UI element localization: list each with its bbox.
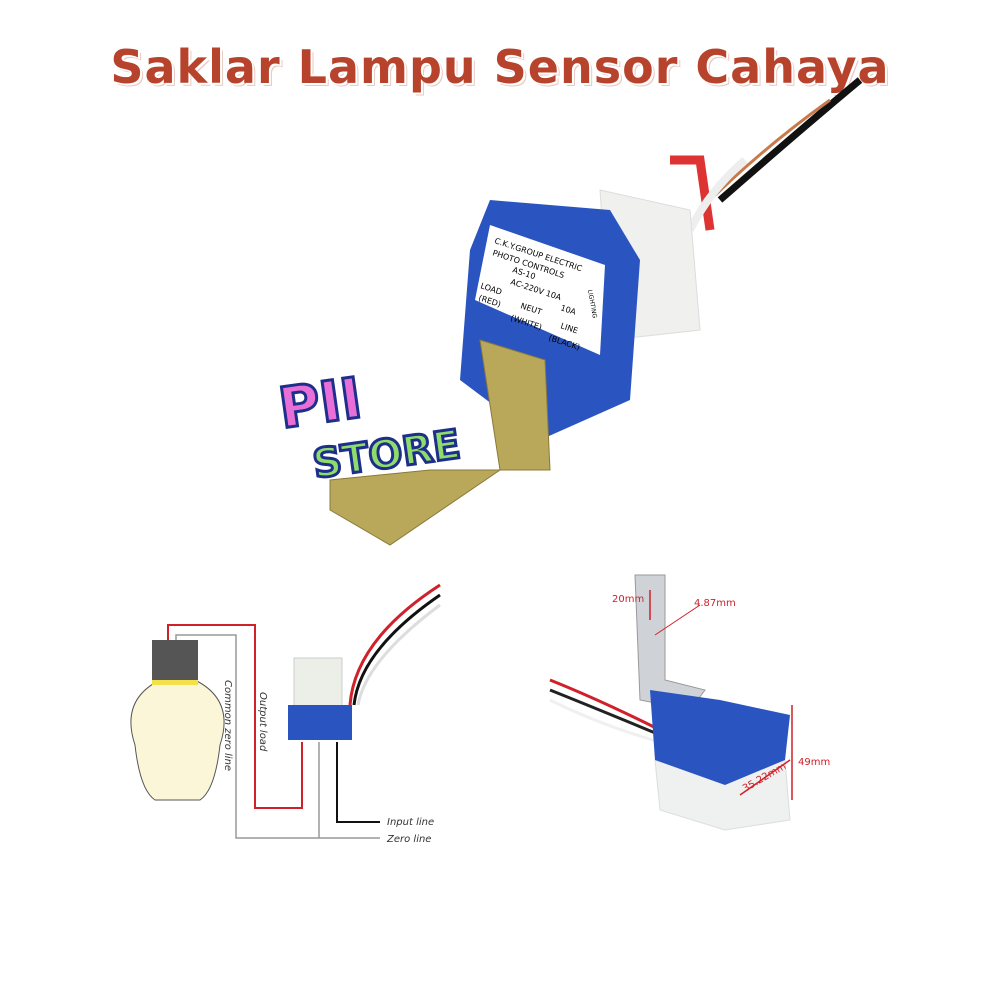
pii-store-logo: PII STORE (273, 364, 464, 489)
logo-line1: PII (275, 366, 366, 442)
dim-20mm: 20mm (612, 594, 644, 605)
title: Saklar Lampu Sensor Cahaya (110, 40, 890, 94)
output-load-label: Output load (257, 692, 268, 752)
main-product-photo: C.K.Y.GROUP ELECTRIC PHOTO CONTROLS AS-1… (329, 77, 863, 546)
dim-49mm: 49mm (798, 757, 830, 768)
zero-line-label: Zero line (386, 834, 431, 845)
dim-4-87mm: 4.87mm (694, 598, 736, 609)
dimension-photo: 20mm 4.87mm 35.22mm 49mm (549, 574, 830, 831)
label-lighting: LIGHTING (586, 289, 598, 319)
input-line-label: Input line (387, 817, 434, 828)
wiring-diagram: Common zero line Output load Input line … (130, 583, 441, 845)
common-zero-line-label: Common zero line (222, 680, 233, 771)
